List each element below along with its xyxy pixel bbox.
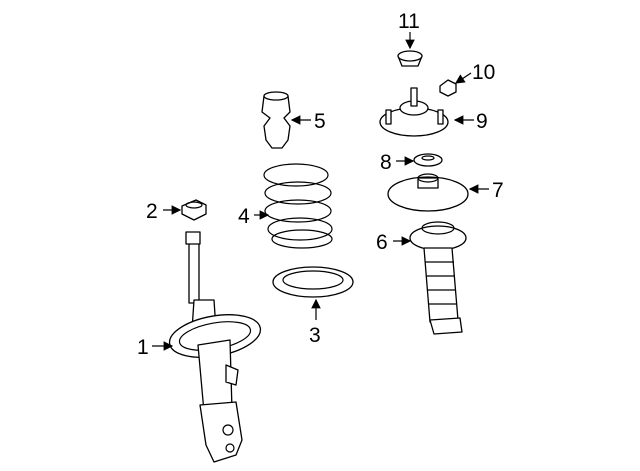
part-9-strut-mount[interactable]: [379, 87, 449, 137]
part-5-bump-stop[interactable]: [261, 91, 291, 149]
part-6-boot[interactable]: [409, 221, 467, 335]
part-8-bearing[interactable]: [413, 153, 443, 167]
callout-label-8: 8: [380, 151, 392, 174]
callout-label-2: 2: [146, 200, 158, 223]
part-4-coil-spring[interactable]: [263, 163, 333, 249]
callout-label-7: 7: [492, 179, 504, 202]
part-11-cap[interactable]: [397, 50, 423, 67]
callout-label-6: 6: [376, 231, 388, 254]
part-1-strut[interactable]: [166, 231, 264, 463]
callout-label-3: 3: [309, 324, 321, 347]
callout-arrows: [152, 32, 489, 351]
callout-label-9: 9: [476, 110, 488, 133]
callout-label-4: 4: [238, 205, 250, 228]
callout-label-10: 10: [472, 61, 495, 84]
callout-label-1: 1: [137, 336, 149, 359]
callout-label-5: 5: [314, 110, 326, 133]
part-7-upper-seat[interactable]: [387, 173, 469, 212]
part-2-nut[interactable]: [181, 199, 207, 221]
part-10-nut[interactable]: [439, 79, 457, 97]
part-3-spring-seat[interactable]: [272, 266, 354, 298]
callout-label-11: 11: [398, 10, 420, 33]
